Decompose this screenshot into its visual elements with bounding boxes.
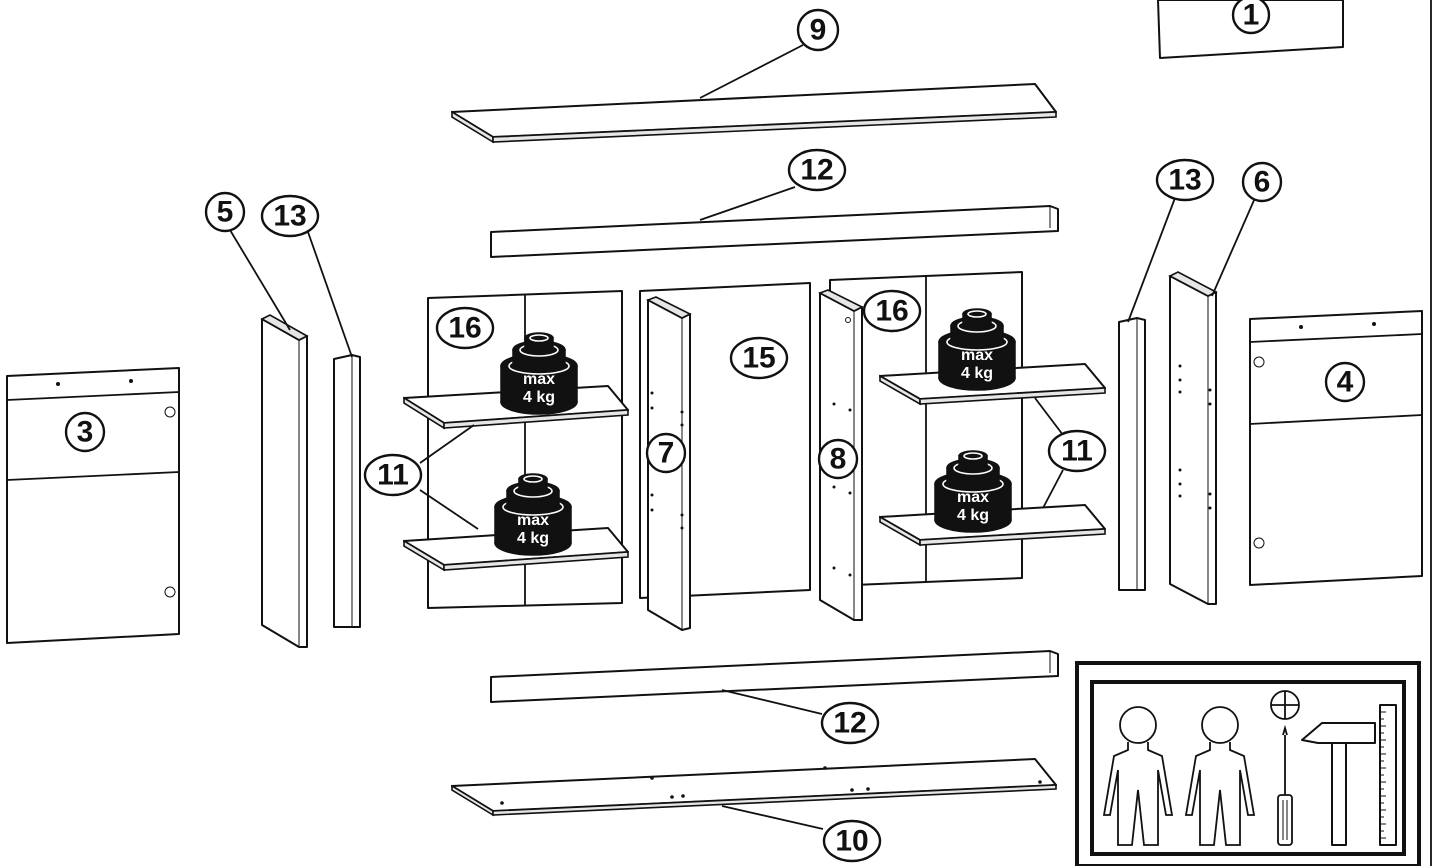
svg-text:5: 5 [217,196,234,229]
part-12-bottom-rail [490,650,1059,703]
svg-text:6: 6 [1254,166,1271,199]
weight-limit-icon-right-upper: max 4 kg [938,308,1016,391]
svg-text:12: 12 [800,154,833,187]
phillips-screwdriver-icon [1277,724,1293,846]
label-10: 10 [822,819,882,863]
svg-text:10: 10 [835,825,868,858]
part-10-bottom-board [451,758,1057,817]
leader-lines [229,44,1256,830]
label-15: 15 [729,336,789,380]
svg-text:3: 3 [77,416,94,449]
svg-text:4: 4 [1337,366,1354,399]
part-3-left-door [6,367,180,644]
label-6: 6 [1241,161,1283,203]
label-13-left: 13 [260,194,320,238]
label-12-bottom: 12 [820,701,880,745]
label-13-right: 13 [1155,158,1215,202]
part-13-right-strip [1118,317,1146,591]
part-13-left-strip [333,354,361,628]
svg-text:16: 16 [448,312,481,345]
label-11-right: 11 [1047,429,1107,473]
svg-text:13: 13 [273,200,306,233]
svg-text:13: 13 [1168,164,1201,197]
weight-max-label: max [517,512,549,529]
weight-kg-label: 4 kg [523,389,555,406]
part-6-right-side-panel [1168,271,1218,605]
person-icon [1184,706,1256,846]
part-12-top-rail [490,205,1059,258]
label-3: 3 [64,411,106,453]
svg-text:16: 16 [875,295,908,328]
label-16-left: 16 [435,306,495,350]
weight-max-label: max [523,371,555,388]
label-11-left: 11 [363,453,423,497]
weight-max-label: max [957,489,989,506]
svg-text:8: 8 [830,443,847,476]
label-9: 9 [796,8,840,52]
svg-text:12: 12 [833,707,866,740]
svg-text:15: 15 [742,342,775,375]
svg-text:11: 11 [377,459,409,492]
ruler-icon [1379,704,1397,846]
svg-text:9: 9 [810,14,827,47]
weight-limit-icon-left-upper: max 4 kg [500,332,578,415]
label-5: 5 [204,191,246,233]
label-12-top: 12 [787,148,847,192]
phillips-head-icon [1270,690,1300,720]
label-8: 8 [817,438,859,480]
label-7: 7 [645,432,687,474]
part-5-left-side-panel [260,314,309,648]
hammer-icon [1301,722,1376,846]
label-16-right: 16 [862,289,922,333]
part-4-right-door [1249,310,1423,586]
requirements-box [1075,661,1421,866]
svg-text:11: 11 [1061,435,1093,468]
weight-limit-icon-left-lower: max 4 kg [494,473,572,556]
person-icon [1102,706,1174,846]
weight-kg-label: 4 kg [957,507,989,524]
svg-text:1: 1 [1243,0,1260,32]
label-4: 4 [1324,361,1366,403]
part-9-top-board [451,83,1057,144]
label-1: 1 [1231,0,1271,35]
weight-limit-icon-right-lower: max 4 kg [934,450,1012,533]
weight-kg-label: 4 kg [961,365,993,382]
weight-kg-label: 4 kg [517,530,549,547]
svg-text:7: 7 [658,437,675,470]
weight-max-label: max [961,347,993,364]
